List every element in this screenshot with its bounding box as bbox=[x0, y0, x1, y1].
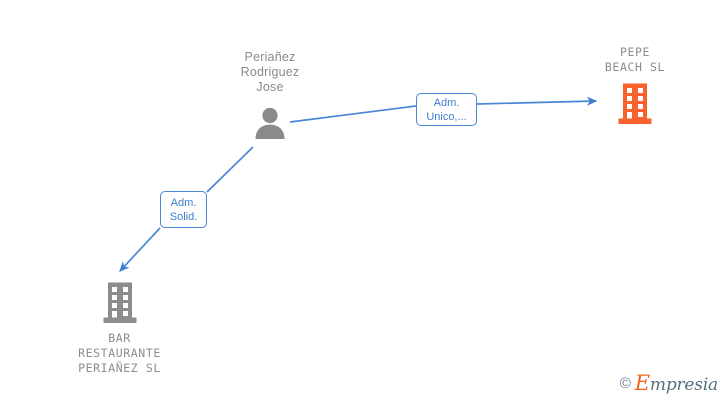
person-icon[interactable] bbox=[210, 103, 330, 143]
node-person-perianez[interactable]: Periañez Rodriguez Jose bbox=[210, 50, 330, 143]
node-person-label: Periañez Rodriguez Jose bbox=[240, 50, 300, 94]
node-company-pepe-beach[interactable]: PEPE BEACH SL bbox=[570, 45, 700, 126]
copyright-icon: © bbox=[619, 375, 631, 392]
edge-label-adm-unico[interactable]: Adm. Unico,... bbox=[416, 93, 477, 126]
building-icon[interactable] bbox=[32, 281, 207, 325]
edge-line-solid-to-bar bbox=[119, 227, 161, 273]
brand-logo-rest: mpresia bbox=[649, 375, 718, 395]
brand-logo: Empresia bbox=[635, 373, 718, 394]
node-company-bar-restaurante[interactable]: BAR RESTAURANTE PERIAÑEZ SL bbox=[32, 281, 207, 376]
edge-line-person-to-solid bbox=[206, 146, 254, 193]
watermark: © Empresia bbox=[620, 373, 718, 394]
node-company-bar-restaurante-label: BAR RESTAURANTE PERIAÑEZ SL bbox=[78, 331, 161, 375]
building-icon[interactable] bbox=[570, 82, 700, 126]
node-company-pepe-beach-label: PEPE BEACH SL bbox=[604, 45, 666, 74]
brand-logo-initial: E bbox=[634, 371, 650, 395]
edge-label-adm-solid[interactable]: Adm. Solid. bbox=[160, 191, 207, 228]
